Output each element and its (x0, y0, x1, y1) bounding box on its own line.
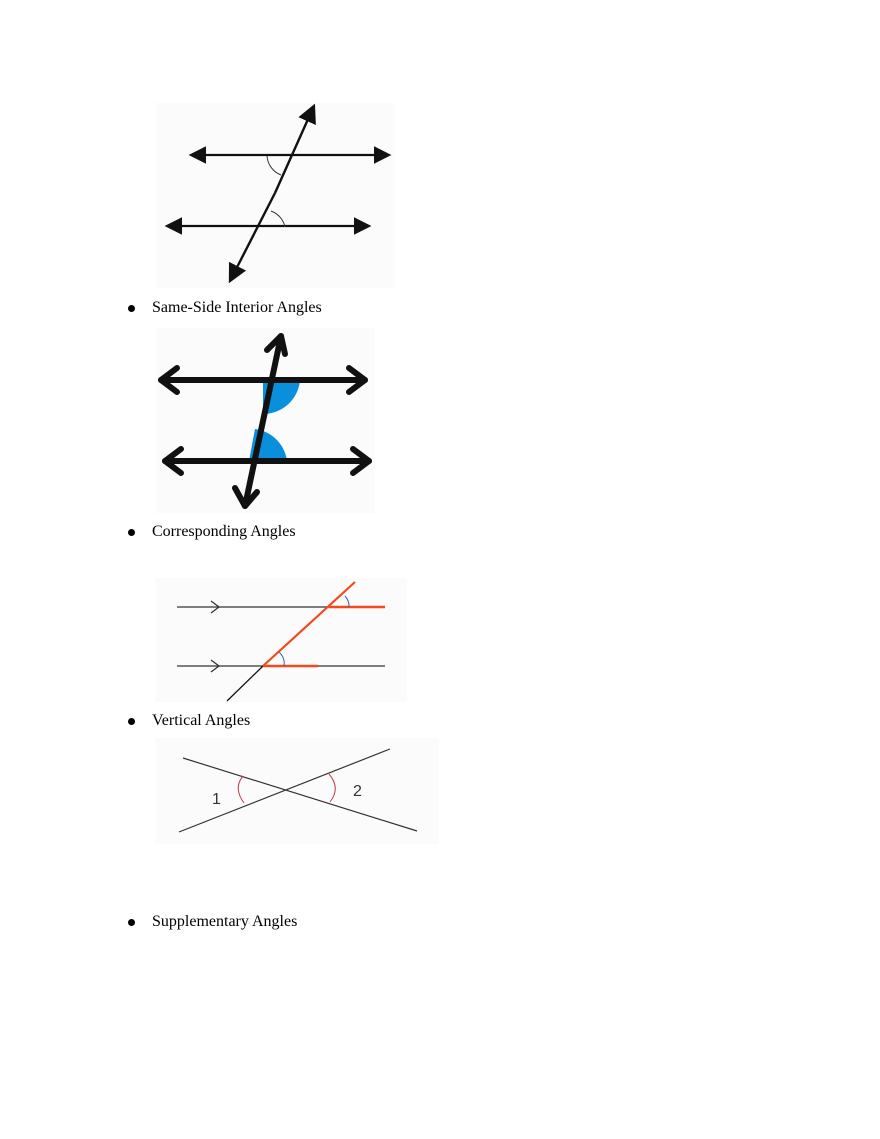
bullet-dot-icon (128, 305, 135, 312)
bullet-corresponding-angles: Corresponding Angles (128, 522, 296, 542)
bullet-dot-icon (128, 919, 135, 926)
bullet-vertical-angles: Vertical Angles (128, 711, 250, 731)
bullet-dot-icon (128, 718, 135, 725)
vertical-angles-diagram: 1 2 (155, 738, 439, 844)
bullet-same-side-interior-angles: Same-Side Interior Angles (128, 298, 322, 318)
angle-label-2: 2 (353, 783, 362, 800)
bullet-dot-icon (128, 529, 135, 536)
bullet-label: Corresponding Angles (152, 523, 296, 540)
bullet-label: Vertical Angles (152, 712, 251, 729)
corresponding-angles-diagram (155, 578, 407, 702)
bullet-label: Supplementary Angles (152, 913, 298, 930)
bullet-label: Same-Side Interior Angles (152, 299, 322, 316)
bullet-supplementary-angles: Supplementary Angles (128, 912, 297, 932)
same-side-interior-angles-diagram (155, 328, 375, 513)
alternate-interior-angles-diagram (155, 103, 395, 288)
angle-label-1: 1 (212, 791, 221, 808)
